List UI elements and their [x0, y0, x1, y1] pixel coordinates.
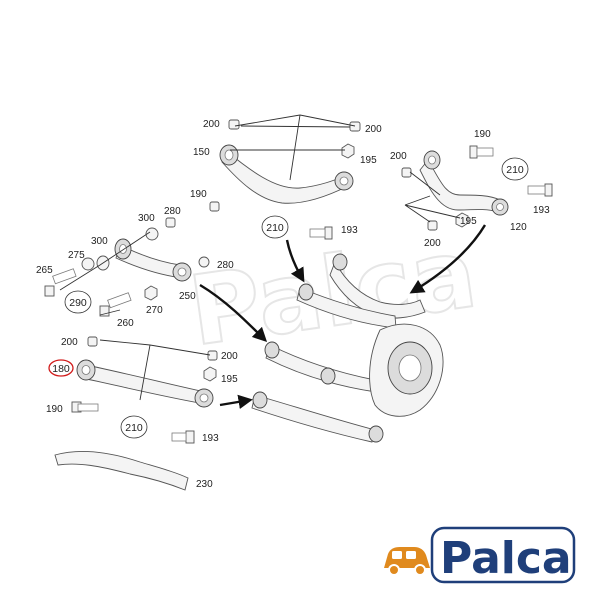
bolt-icon	[71, 401, 99, 413]
washer-icon	[144, 285, 158, 301]
bolt-icon	[309, 226, 333, 240]
part-number: 280	[164, 206, 181, 217]
arrow-icon	[409, 224, 487, 294]
nut-icon	[401, 167, 412, 178]
part-number: 200	[390, 151, 407, 162]
car-icon	[384, 547, 430, 576]
arrow-icon	[199, 283, 268, 343]
part-number: 290	[69, 297, 87, 309]
washer-icon	[455, 212, 469, 228]
nut-icon	[228, 119, 240, 130]
part-number: 190	[474, 129, 491, 140]
bolt-icon	[527, 183, 553, 197]
part-number: 300	[138, 213, 155, 224]
part-number: 200	[203, 119, 220, 130]
part-number: 250	[179, 291, 196, 302]
part-number: 270	[146, 305, 163, 316]
nut-icon	[165, 217, 176, 228]
part-number: 200	[365, 124, 382, 135]
part-number: 260	[117, 318, 134, 329]
part-number: 120	[510, 222, 527, 233]
part-number: 195	[460, 216, 477, 227]
part-number: 190	[46, 404, 63, 415]
bolt-icon	[99, 292, 132, 317]
nut-icon	[207, 350, 218, 361]
washer-icon	[81, 257, 95, 271]
part-number: 230	[196, 479, 213, 490]
arrow-icon	[219, 394, 253, 409]
nut-icon	[349, 121, 361, 132]
nut-icon	[427, 220, 438, 231]
part-number: 210	[506, 164, 524, 176]
part-number: 193	[202, 433, 219, 444]
nut-icon	[87, 336, 98, 347]
callout-circle-210: 210	[261, 215, 289, 239]
part-number: 193	[533, 205, 550, 216]
knuckle-assembly	[251, 253, 444, 443]
brand-name: Palca	[440, 533, 572, 584]
washer-icon	[145, 227, 159, 241]
heat-shield-230	[54, 451, 189, 491]
bolt-icon	[171, 430, 195, 444]
upper-arm-120	[419, 150, 509, 216]
part-number: 210	[266, 222, 284, 234]
part-number: 265	[36, 265, 53, 276]
bolt-icon	[469, 145, 494, 159]
part-number: 200	[221, 351, 238, 362]
part-labels: 200 200 150 195 190 280 300 193 275 300 …	[36, 119, 550, 490]
callout-circle-210: 210	[501, 157, 529, 181]
part-number: 300	[91, 236, 108, 247]
lower-arm-180	[76, 359, 214, 408]
part-number: 193	[341, 225, 358, 236]
palca-logo: Palca	[384, 526, 576, 584]
part-number: 195	[360, 155, 377, 166]
part-number: 190	[190, 189, 207, 200]
washer-icon	[198, 256, 210, 268]
part-number: 200	[61, 337, 78, 348]
arrow-icon	[285, 239, 305, 283]
camber-link-250	[114, 238, 192, 282]
washer-icon	[341, 143, 355, 159]
upper-arm-150	[219, 144, 354, 204]
part-number: 275	[68, 250, 85, 261]
callout-circle-210: 210	[120, 415, 148, 439]
nut-icon	[209, 201, 220, 212]
callout-circle-290: 290	[64, 290, 92, 314]
highlighted-part-180: 180	[48, 359, 74, 377]
part-number: 210	[125, 422, 143, 434]
washer-icon	[203, 366, 217, 382]
part-number: 200	[424, 238, 441, 249]
part-number: 195	[221, 374, 238, 385]
part-number: 280	[217, 260, 234, 271]
bolt-icon	[44, 268, 77, 297]
part-number: 180	[52, 363, 70, 375]
part-number: 150	[193, 147, 210, 158]
